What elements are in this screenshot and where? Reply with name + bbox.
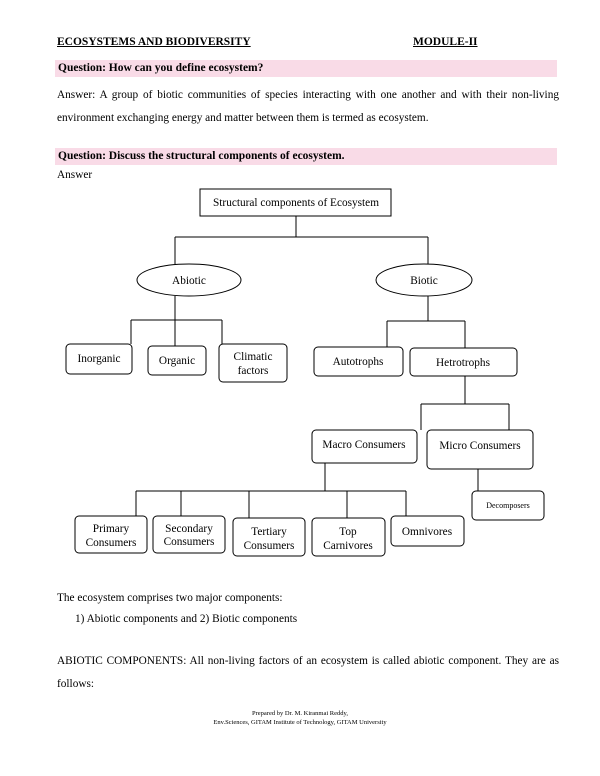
autotrophs-box: [313, 346, 404, 377]
secondary-label-1: Secondary: [165, 523, 213, 535]
organic-box: [147, 345, 207, 376]
question-1: Question: How can you define ecosystem?: [58, 62, 264, 74]
inorganic-box: [65, 343, 133, 375]
top-carnivores-box: [311, 517, 386, 557]
tertiary-label-1: Tertiary: [251, 526, 287, 538]
root-label: Structural components of Ecosystem: [213, 197, 379, 209]
document-title: ECOSYSTEMS AND BIODIVERSITY: [57, 36, 251, 48]
micro-consumers-box: [426, 429, 534, 470]
climatic-label-2: factors: [238, 365, 269, 377]
biotic-label: Biotic: [410, 275, 438, 287]
primary-label-2: Consumers: [86, 537, 137, 549]
answer-1: Answer: A group of biotic communities of…: [57, 89, 559, 124]
macro-consumers-box: [311, 429, 418, 464]
climatic-box: [218, 343, 288, 383]
omnivores-box: [390, 515, 465, 547]
omnivores-label: Omnivores: [402, 526, 452, 538]
top-carnivores-label-2: Carnivores: [323, 540, 373, 552]
module-label: MODULE-II: [413, 36, 478, 48]
abiotic-ellipse: [136, 263, 242, 297]
inorganic-label: Inorganic: [77, 353, 120, 365]
question-highlight: [55, 60, 557, 77]
organic-label: Organic: [159, 355, 195, 367]
components-list-item: 1) Abiotic components and 2) Biotic comp…: [75, 613, 298, 625]
micro-consumers-label: Micro Consumers: [439, 440, 520, 452]
answer-label: Answer: [57, 169, 93, 181]
climatic-label-1: Climatic: [234, 351, 273, 363]
question-2: Question: Discuss the structural compone…: [58, 150, 345, 162]
tertiary-consumers-box: [232, 517, 306, 557]
macro-consumers-label: Macro Consumers: [322, 439, 405, 451]
biotic-ellipse: [375, 263, 473, 297]
question-highlight: [55, 148, 557, 165]
hetrotrophs-box: [409, 347, 518, 377]
secondary-consumers-box: [152, 515, 226, 554]
tertiary-label-2: Consumers: [244, 540, 295, 552]
root-box: [199, 188, 392, 217]
primary-label-1: Primary: [93, 523, 130, 535]
secondary-label-2: Consumers: [164, 536, 215, 548]
components-intro: The ecosystem comprises two major compon…: [57, 592, 283, 604]
primary-consumers-box: [74, 515, 148, 554]
abiotic-paragraph: ABIOTIC COMPONENTS: All non-living facto…: [57, 655, 559, 690]
top-carnivores-label-1: Top: [339, 526, 357, 538]
hetrotrophs-label: Hetrotrophs: [436, 357, 490, 369]
abiotic-label: Abiotic: [172, 275, 206, 287]
autotrophs-label: Autotrophs: [333, 356, 384, 368]
footer-affiliation: Env.Sciences, GITAM Institute of Technol…: [213, 719, 387, 726]
footer-author: Prepared by Dr. M. Kiranmai Reddy,: [252, 710, 348, 717]
decomposers-box: [471, 490, 545, 521]
decomposers-label: Decomposers: [486, 501, 530, 510]
